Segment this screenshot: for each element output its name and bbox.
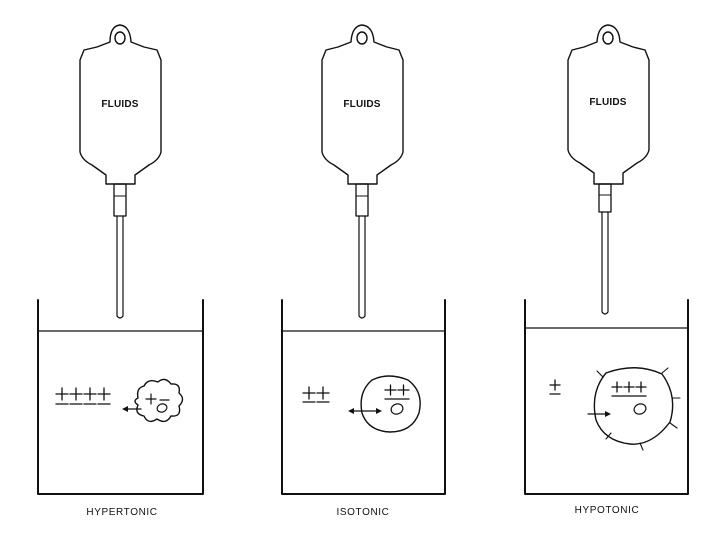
normal-cell (360, 375, 421, 433)
solute-markers (549, 379, 561, 395)
drip-tube (113, 183, 127, 319)
beaker (524, 299, 689, 495)
bag-label: FLUIDS (101, 99, 138, 110)
cell-nucleus (390, 403, 404, 415)
shrunken-cell (134, 378, 184, 423)
bag-hanger-hole-icon (356, 31, 368, 45)
iv-bag: FLUIDS (567, 24, 650, 185)
solute-markers (302, 386, 330, 403)
water-out-arrow-icon (122, 406, 142, 412)
bag-hanger-hole-icon (114, 31, 126, 45)
water-exchange-arrow-icon (348, 408, 382, 414)
panel-hypotonic: FLUIDS (524, 24, 689, 516)
bag-hanger-hole-icon (602, 31, 614, 45)
cell-nucleus (156, 403, 168, 413)
solute-markers (55, 387, 111, 405)
iv-bag: FLUIDS (321, 24, 404, 185)
beaker (281, 299, 446, 495)
bag-label: FLUIDS (589, 97, 626, 108)
cell-nucleus (633, 403, 647, 415)
water-in-arrow-icon (587, 411, 611, 417)
iv-bag: FLUIDS (79, 24, 162, 185)
drip-tube (598, 183, 612, 315)
panel-hypertonic: FLUIDS (37, 24, 204, 518)
swollen-cell (593, 367, 674, 445)
panel-isotonic: FLUIDS (281, 24, 446, 518)
membrane-tick-marks (596, 367, 681, 451)
panel-caption: ISOTONIC (337, 507, 390, 518)
panel-caption: HYPOTONIC (575, 505, 640, 516)
bag-label: FLUIDS (343, 99, 380, 110)
beaker (37, 299, 204, 495)
panel-caption: HYPERTONIC (86, 507, 157, 518)
drip-tube (355, 183, 369, 319)
